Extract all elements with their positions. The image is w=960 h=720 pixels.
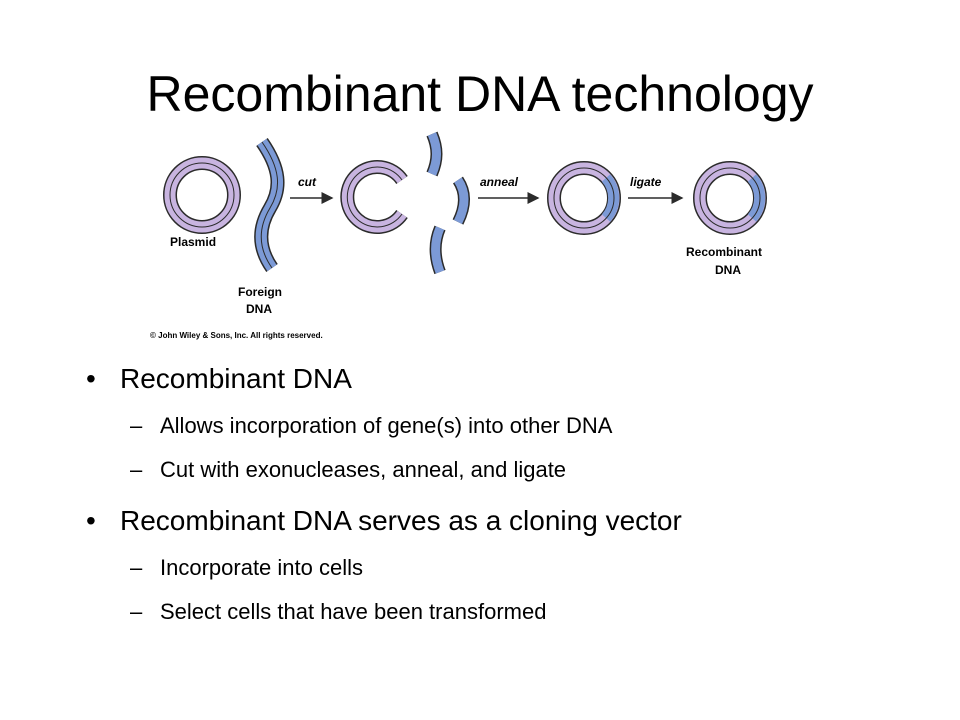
annealed-plasmid [554, 168, 614, 228]
recombinant-label-line2: DNA [715, 263, 741, 277]
recombinant-plasmid [700, 168, 760, 228]
bullet-item: • Recombinant DNA serves as a cloning ve… [80, 504, 920, 538]
cut-label: cut [298, 175, 317, 189]
dash-glyph: – [130, 456, 142, 484]
ligate-label: ligate [630, 175, 662, 189]
dash-glyph: – [130, 412, 142, 440]
slide-title: Recombinant DNA technology [0, 62, 960, 126]
sub-bullet-item: – Select cells that have been transforme… [80, 598, 920, 626]
recombinant-dna-diagram: Plasmid Foreign DNA cut anneal ligate [140, 128, 840, 348]
sub-bullet-item: – Incorporate into cells [80, 554, 920, 582]
plasmid-label: Plasmid [170, 235, 216, 249]
foreign-dna-label-line2: DNA [246, 302, 272, 316]
sub-bullet-text: Cut with exonucleases, anneal, and ligat… [160, 457, 566, 482]
recombinant-label-line1: Recombinant [686, 245, 762, 259]
foreign-dna-fragments [432, 134, 464, 272]
copyright-notice: © John Wiley & Sons, Inc. All rights res… [150, 331, 323, 340]
sub-bullet-item: – Cut with exonucleases, anneal, and lig… [80, 456, 920, 484]
dash-glyph: – [130, 598, 142, 626]
bullet-item: • Recombinant DNA [80, 362, 920, 396]
sub-bullet-text: Incorporate into cells [160, 555, 363, 580]
sub-bullet-item: – Allows incorporation of gene(s) into o… [80, 412, 920, 440]
bullet-text: Recombinant DNA serves as a cloning vect… [120, 505, 682, 536]
foreign-dna-label-line1: Foreign [238, 285, 282, 299]
plasmid-ring [170, 163, 234, 227]
cut-plasmid [347, 167, 402, 227]
sub-bullet-text: Select cells that have been transformed [160, 599, 546, 624]
bullet-glyph: • [86, 504, 96, 538]
foreign-dna-strand [261, 142, 277, 268]
bullet-glyph: • [86, 362, 96, 396]
bullet-text: Recombinant DNA [120, 363, 352, 394]
anneal-label: anneal [480, 175, 519, 189]
sub-bullet-text: Allows incorporation of gene(s) into oth… [160, 413, 612, 438]
dash-glyph: – [130, 554, 142, 582]
bullet-list: • Recombinant DNA – Allows incorporation… [80, 352, 920, 626]
